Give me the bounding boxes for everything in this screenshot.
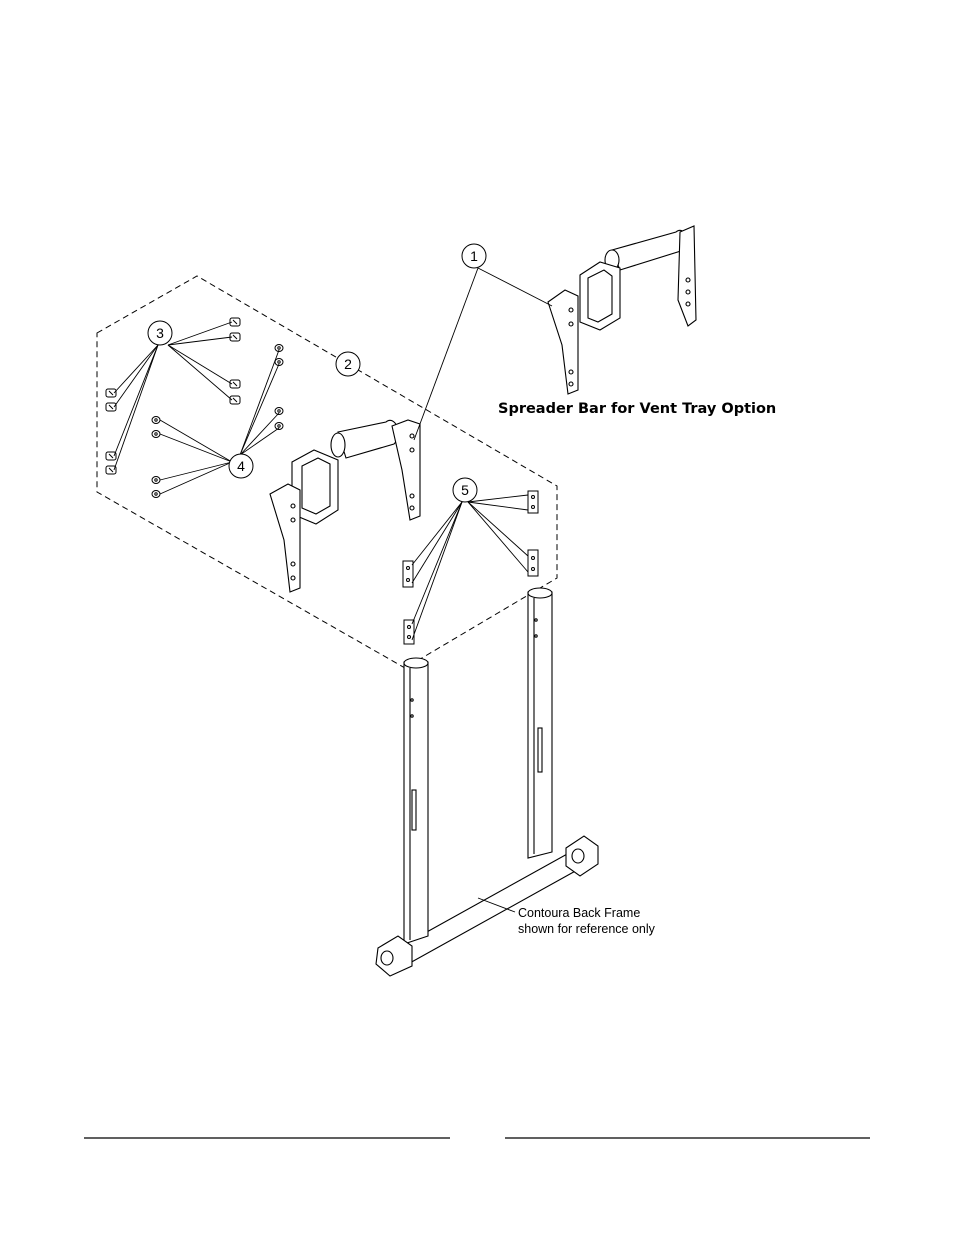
callout-3: 3 xyxy=(147,320,173,346)
clamp-bracket xyxy=(527,549,539,577)
washer-set xyxy=(151,344,284,498)
washer xyxy=(151,476,161,484)
screw xyxy=(229,317,241,327)
washer xyxy=(274,407,284,415)
callout-3-label: 3 xyxy=(156,325,164,341)
contoura-back-frame xyxy=(375,587,599,977)
reference-note-line-1: Contoura Back Frame xyxy=(518,906,640,920)
callout-4: 4 xyxy=(228,453,254,479)
callout-1-circle xyxy=(461,243,487,269)
washer xyxy=(274,358,284,366)
washer xyxy=(274,344,284,352)
reference-note-line-2: shown for reference only xyxy=(518,922,656,936)
callout-2-circle xyxy=(335,351,361,377)
clamp-bracket xyxy=(402,560,414,588)
kit-boundary-dashed xyxy=(96,275,558,669)
screw-set xyxy=(105,317,241,475)
washer xyxy=(151,430,161,438)
callout-5-label: 5 xyxy=(461,482,469,498)
callout-4-label: 4 xyxy=(237,458,245,474)
screw xyxy=(105,388,117,398)
callout-2-label: 2 xyxy=(344,356,352,372)
screw xyxy=(105,465,117,475)
leader-lines xyxy=(113,267,553,913)
clamp-bracket xyxy=(527,490,539,514)
spreader-bar-assembly xyxy=(269,419,421,593)
vent-tray-caption: Spreader Bar for Vent Tray Option xyxy=(498,401,776,417)
callout-1: 1 xyxy=(461,243,487,269)
callout-4-circle xyxy=(228,453,254,479)
callout-3-circle xyxy=(147,320,173,346)
clamp-bracket xyxy=(403,619,415,645)
callout-1-label: 1 xyxy=(470,248,478,264)
washer xyxy=(151,416,161,424)
screw xyxy=(105,451,117,461)
screw xyxy=(229,395,241,405)
callout-2: 2 xyxy=(335,351,361,377)
vent-tray-spreader-bar xyxy=(547,225,697,395)
washer xyxy=(151,490,161,498)
callout-5-circle xyxy=(452,477,478,503)
screw xyxy=(105,402,117,412)
washer xyxy=(274,422,284,430)
screw xyxy=(229,379,241,389)
clamp-bracket-set xyxy=(402,490,539,645)
callout-5: 5 xyxy=(452,477,478,503)
